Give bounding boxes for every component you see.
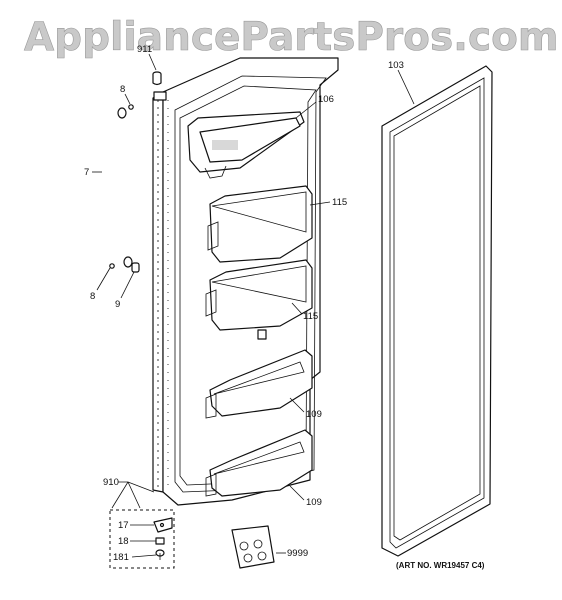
hinge-kit-box (109, 509, 175, 569)
callout-115-lower: 115 (303, 311, 318, 322)
dairy-compartment-door[interactable] (187, 111, 305, 179)
door-bin-bottom[interactable] (205, 429, 313, 497)
egg-tray-accessory[interactable] (231, 525, 275, 569)
callout-115-upper: 115 (332, 197, 347, 208)
callout-8-top: 8 (120, 84, 125, 95)
callout-17: 17 (118, 520, 129, 531)
art-number: (ART NO. WR19457 C4) (396, 561, 485, 570)
bin-clip[interactable] (257, 329, 267, 340)
door-handle[interactable] (98, 107, 133, 268)
hinge-bushing[interactable] (155, 537, 165, 545)
callout-9: 9 (115, 299, 120, 310)
callout-18: 18 (118, 536, 129, 547)
callout-8-bottom: 8 (90, 291, 95, 302)
callout-7: 7 (84, 167, 89, 178)
callout-910: 910 (103, 477, 119, 488)
watermark-text: AppliancePartsPros.com (24, 15, 559, 60)
callout-181: 181 (113, 552, 129, 563)
callout-109-upper: 109 (306, 409, 322, 420)
callout-911: 911 (137, 44, 152, 55)
callout-109-lower: 109 (306, 497, 322, 508)
hinge-bracket[interactable] (153, 517, 173, 533)
callout-103: 103 (388, 60, 404, 71)
handle-screw-bottom[interactable] (109, 263, 115, 269)
callout-106: 106 (318, 94, 334, 105)
hinge-screw[interactable] (155, 549, 165, 560)
door-bin-middle[interactable] (205, 259, 313, 331)
handle-screw-top[interactable] (128, 104, 134, 110)
door-bin-upper[interactable] (207, 185, 313, 263)
door-gasket[interactable] (381, 65, 493, 557)
door-bin-lower-upper[interactable] (205, 349, 313, 419)
handle-mount[interactable] (131, 262, 140, 273)
callout-9999: 9999 (287, 548, 308, 559)
leader-lines (92, 53, 415, 558)
hinge-pin[interactable] (152, 71, 162, 86)
